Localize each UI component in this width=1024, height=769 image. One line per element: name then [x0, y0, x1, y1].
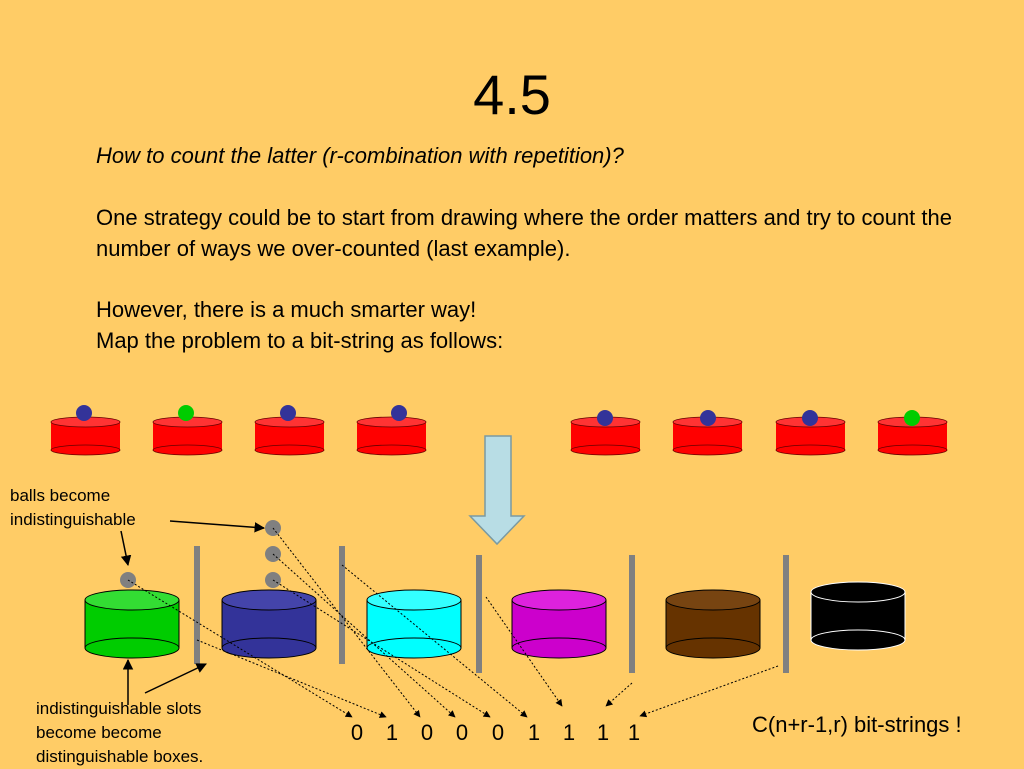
map-problem-line: Map the problem to a bit-string as follo… — [96, 328, 504, 353]
balls-note-line2: indistinguishable — [10, 510, 136, 529]
slot-1 — [50, 405, 121, 456]
ball-blue — [280, 405, 296, 421]
bit-5: 0 — [491, 720, 505, 745]
balls-note: balls become indistinguishable — [10, 484, 136, 532]
divider-bars — [194, 546, 789, 673]
gray-balls — [120, 520, 281, 588]
strategy-paragraph: One strategy could be to start from draw… — [96, 205, 952, 261]
bit-6: 1 — [527, 720, 541, 745]
slot-6 — [672, 410, 743, 456]
bit-3: 0 — [420, 720, 434, 745]
smarter-way-line: However, there is a much smarter way! — [96, 297, 477, 322]
box-green — [84, 589, 180, 659]
slots-note-line1: indistinguishable slots — [36, 699, 202, 718]
slot-2 — [152, 405, 223, 456]
balls-note-line1: balls become — [10, 486, 111, 505]
ball-blue — [76, 405, 92, 421]
box-brown — [665, 589, 761, 659]
slot-5 — [570, 410, 641, 456]
ball-blue — [802, 410, 818, 426]
slots-note-line3: distinguishable boxes. — [36, 747, 204, 766]
question-text: How to count the latter (r-combination w… — [96, 143, 624, 168]
box-cyan — [366, 589, 462, 659]
slot-7 — [775, 410, 846, 456]
bit-8: 1 — [596, 720, 610, 745]
slot-8 — [877, 410, 948, 456]
bit-2: 1 — [385, 720, 399, 745]
slots-note-line2: become become — [36, 723, 162, 742]
ball-blue — [700, 410, 716, 426]
down-arrow-icon — [468, 435, 526, 546]
box-black — [810, 581, 906, 651]
slots-note: indistinguishable slots become become di… — [36, 697, 203, 769]
bit-9: 1 — [627, 720, 641, 745]
slide-title: 4.5 — [473, 63, 551, 126]
box-navy — [221, 589, 317, 659]
annotation-arrows — [120, 520, 266, 705]
result-text: C(n+r-1,r) bit-strings ! — [752, 712, 962, 737]
box-magenta — [511, 589, 607, 659]
slot-3 — [254, 405, 325, 456]
slot-row — [50, 405, 948, 456]
slot-4 — [356, 405, 427, 456]
bit-1: 0 — [350, 720, 364, 745]
ball-green — [904, 410, 920, 426]
ball-blue — [597, 410, 613, 426]
ball-green — [178, 405, 194, 421]
bit-7: 1 — [562, 720, 576, 745]
bit-4: 0 — [455, 720, 469, 745]
mapping-lines — [127, 527, 779, 718]
ball-blue — [391, 405, 407, 421]
